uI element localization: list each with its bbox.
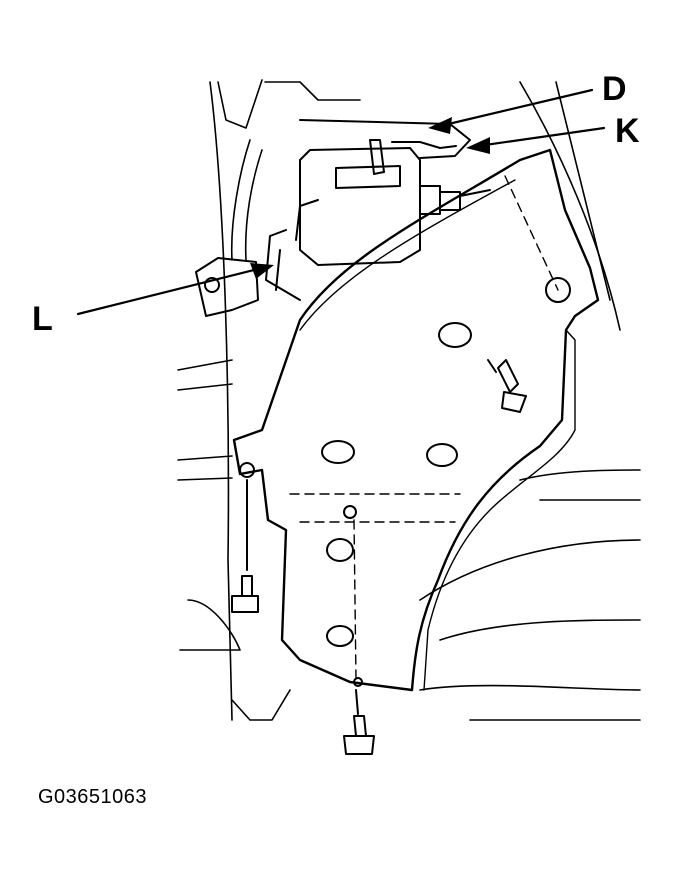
figure-id: G03651063: [38, 786, 148, 808]
callout-label-d: D: [602, 70, 627, 108]
fuel-filter-assembly: [265, 119, 491, 301]
hidden-lines: [289, 175, 559, 681]
bolt-bottom: [343, 677, 375, 755]
splash-shield-outline: [232, 148, 600, 692]
leader-lines: [76, 88, 606, 316]
bolt-left: [231, 479, 259, 613]
leader-line-l: [76, 266, 264, 316]
arrowhead-d: [428, 117, 452, 134]
arrowhead-l: [250, 263, 274, 279]
arrowheads: [250, 117, 490, 279]
callout-label-k: K: [615, 112, 640, 150]
callout-label-l: L: [32, 300, 53, 338]
leader-line-k: [476, 126, 606, 148]
background-frame-lines: [177, 79, 641, 721]
arrowhead-k: [466, 137, 490, 154]
leader-line-d: [438, 88, 594, 128]
bolt-right: [487, 359, 527, 413]
left-mounting-bracket: [195, 257, 259, 317]
shield-holes: [239, 277, 571, 647]
